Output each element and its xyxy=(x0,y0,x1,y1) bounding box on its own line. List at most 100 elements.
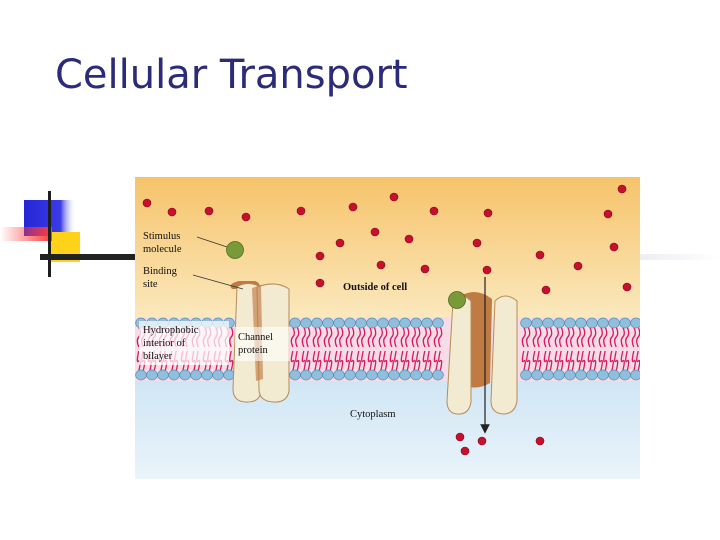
label-outside-of-cell: Outside of cell xyxy=(343,282,407,293)
lipid-head xyxy=(355,317,367,329)
lipid-tail xyxy=(345,326,350,348)
channel-label-bg xyxy=(235,327,290,361)
lipid-tail xyxy=(433,326,438,348)
lipid-head xyxy=(410,369,422,381)
lipid-tail xyxy=(394,350,399,372)
lipid-tail xyxy=(394,326,399,348)
lipid-tail xyxy=(581,350,586,372)
lipid-tail xyxy=(411,326,416,348)
ion xyxy=(483,208,493,218)
lipid-tail xyxy=(532,326,537,348)
lipid-tail xyxy=(521,326,526,348)
lipid-head xyxy=(520,317,532,329)
slide-title: Cellular Transport xyxy=(55,52,408,98)
lipid-tail xyxy=(543,350,548,372)
label-hydrophobic-line3: bilayer xyxy=(143,351,173,362)
lipid-head xyxy=(432,369,444,381)
lipid-head xyxy=(619,369,631,381)
lipid-head xyxy=(168,369,180,381)
lipid-head xyxy=(366,317,378,329)
lipid-tail xyxy=(295,326,300,348)
lipid-tail xyxy=(350,350,355,372)
lipid-tail xyxy=(411,350,416,372)
ion xyxy=(460,446,470,456)
lipid-head xyxy=(531,317,543,329)
lipid-tail xyxy=(367,326,372,348)
lipid-tail xyxy=(576,350,581,372)
lipid-tail xyxy=(400,350,405,372)
lipid-head xyxy=(223,369,235,381)
lipid-tail xyxy=(603,350,608,372)
lipid-tail xyxy=(587,326,592,348)
lipid-tail xyxy=(422,326,427,348)
lipid-tail xyxy=(361,350,366,372)
lipid-tail xyxy=(334,350,339,372)
ion xyxy=(617,184,627,194)
lipid-tail xyxy=(372,350,377,372)
ion xyxy=(315,278,325,288)
lipid-tail xyxy=(372,326,377,348)
lipid-tail xyxy=(548,350,553,372)
lipid-head xyxy=(421,317,433,329)
lipid-head xyxy=(542,317,554,329)
ion xyxy=(472,238,482,248)
lipid-head xyxy=(553,369,565,381)
lipid-head xyxy=(311,317,323,329)
lipid-tail xyxy=(229,326,234,348)
ion xyxy=(429,206,439,216)
lipid-tail xyxy=(559,350,564,372)
lipid-tail xyxy=(405,326,410,348)
lipid-tail xyxy=(636,350,640,372)
ion xyxy=(420,264,430,274)
lipid-tail xyxy=(620,326,625,348)
lipid-tail xyxy=(433,350,438,372)
lipid-head xyxy=(190,369,202,381)
lipid-head xyxy=(531,369,543,381)
lipid-tail xyxy=(306,326,311,348)
lipid-head xyxy=(575,369,587,381)
ion xyxy=(241,212,251,222)
lipid-tail xyxy=(581,326,586,348)
lipid-head xyxy=(619,317,631,329)
lipid-head xyxy=(608,317,620,329)
lipid-head xyxy=(399,369,411,381)
lipid-tail xyxy=(554,326,559,348)
lipid-tail xyxy=(438,326,443,348)
ions xyxy=(142,184,632,456)
outside-region xyxy=(135,177,640,317)
lipid-tail xyxy=(565,350,570,372)
lipid-tail xyxy=(383,350,388,372)
ion xyxy=(535,436,545,446)
lipid-tail xyxy=(532,350,537,372)
lipid-tail xyxy=(543,326,548,348)
lipid-tail xyxy=(537,326,542,348)
lipid-head xyxy=(520,369,532,381)
lipid-tail xyxy=(521,350,526,372)
ion xyxy=(348,202,358,212)
lipid-head xyxy=(311,369,323,381)
lipid-tail xyxy=(614,350,619,372)
lipid-tail xyxy=(427,326,432,348)
lipid-head xyxy=(432,317,444,329)
lipid-tail xyxy=(631,326,636,348)
lipid-tail xyxy=(598,326,603,348)
label-stimulus-line2: molecule xyxy=(143,244,182,255)
lipid-tail xyxy=(334,326,339,348)
lipid-head xyxy=(608,369,620,381)
lipid-head xyxy=(201,369,213,381)
lipid-head xyxy=(344,369,356,381)
ion xyxy=(404,234,414,244)
ion xyxy=(370,227,380,237)
lipid-head xyxy=(388,369,400,381)
lipid-tail xyxy=(389,350,394,372)
lipid-tail xyxy=(416,350,421,372)
stimulus-leader-line xyxy=(196,236,228,248)
lipid-head xyxy=(630,369,640,381)
ion xyxy=(541,285,551,295)
ion xyxy=(142,198,152,208)
lipid-tail xyxy=(631,350,636,372)
lipid-head xyxy=(586,317,598,329)
lipid-head xyxy=(366,369,378,381)
lipid-head xyxy=(135,369,147,381)
lipid-tail xyxy=(312,350,317,372)
